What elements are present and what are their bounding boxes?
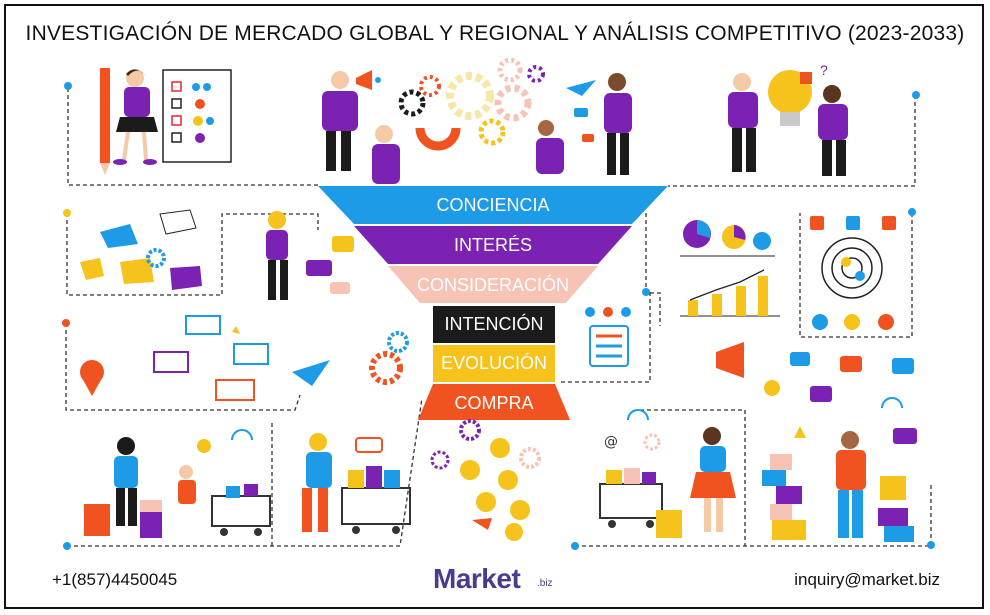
document-scene — [585, 307, 631, 367]
email-scene — [80, 315, 330, 401]
funnel-label-conciencia: CONCIENCIA — [436, 195, 550, 215]
funnel-stage-intencion — [433, 306, 555, 343]
funnel-stage-compra — [418, 384, 570, 420]
funnel-label-interes: INTERÉS — [453, 235, 532, 255]
funnel-stage-consideracion — [388, 266, 598, 303]
video-woman-scene — [266, 211, 354, 300]
gears — [398, 57, 545, 146]
image-frame — [4, 4, 984, 609]
idea-scene: ? — [728, 62, 848, 176]
gear-cluster-left — [369, 331, 409, 385]
shopping-scene-center — [302, 433, 411, 534]
footer-phone: +1(857)4450045 — [52, 570, 178, 589]
svg-text:@: @ — [604, 434, 618, 450]
svg-text:?: ? — [820, 62, 828, 78]
boxes-scene — [762, 426, 917, 542]
logo-sub: .biz — [537, 578, 553, 589]
footer-email: inquiry@market.biz — [794, 570, 940, 589]
page-title: INVESTIGACIÓN DE MERCADO GLOBAL Y REGION… — [25, 22, 965, 45]
shopping-scene-right: @ — [599, 409, 736, 538]
social-icons-scene — [716, 342, 914, 409]
megaphone-scene — [322, 70, 461, 184]
shopping-scene-left — [84, 429, 271, 538]
funnel-stage-evolucion — [433, 345, 555, 382]
charts-scene — [680, 220, 780, 317]
target-scene — [810, 216, 896, 330]
funnel-label-intencion: INTENCIÓN — [444, 314, 544, 334]
connector-dots — [62, 82, 935, 550]
market-logo: Market .biz — [433, 563, 563, 597]
logo-main: Market — [433, 563, 521, 594]
funnel-label-consideracion: CONSIDERACIÓN — [416, 275, 569, 295]
funnel-label-evolucion: EVOLUCIÓN — [440, 353, 548, 373]
coins-scene — [430, 419, 541, 541]
funnel — [318, 186, 668, 420]
funnel-stage-conciencia — [318, 186, 668, 224]
funnel-stage-interes — [354, 226, 632, 264]
team-scene — [536, 73, 632, 175]
dashed-connectors — [65, 88, 932, 547]
checklist-scene — [100, 68, 232, 175]
funnel-label-compra: COMPRA — [454, 393, 534, 413]
hands-scene — [80, 209, 202, 290]
